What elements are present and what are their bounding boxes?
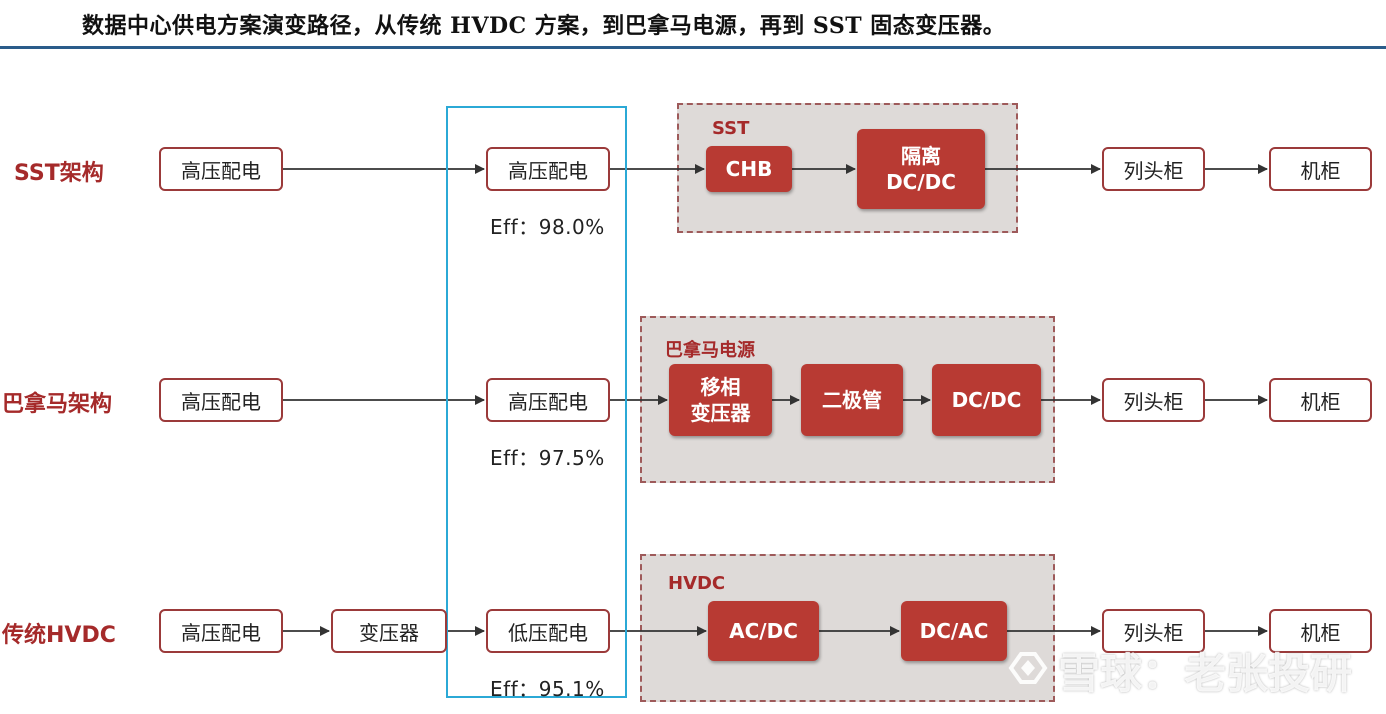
xueqiu-logo-icon	[1008, 652, 1048, 684]
sst-stage-box: 高压配电	[486, 147, 610, 191]
distribution-stage-highlight	[446, 106, 627, 698]
hvdc-start-box: 高压配电	[159, 609, 283, 653]
panama-block-diode: 二极管	[801, 364, 903, 436]
sst-start-box: 高压配电	[159, 147, 283, 191]
sst-column-head-box: 列头柜	[1102, 147, 1205, 191]
hvdc-block-dcac: DC/AC	[901, 601, 1007, 661]
sst-block-isolated-dcdc: 隔离 DC/DC	[857, 129, 985, 209]
page-title: 数据中心供电方案演变路径，从传统 HVDC 方案，到巴拿马电源，再到 SST 固…	[82, 13, 1006, 39]
panama-group-label: 巴拿马电源	[665, 340, 755, 361]
panama-block-phase-shift-transformer: 移相 变压器	[669, 364, 772, 436]
hvdc-column-head-box: 列头柜	[1102, 609, 1205, 653]
hvdc-eff: Eff：95.1%	[490, 677, 605, 701]
hvdc-block-acdc: AC/DC	[708, 601, 819, 661]
panama-eff: Eff：97.5%	[490, 446, 605, 470]
panama-stage-box: 高压配电	[486, 378, 610, 422]
hvdc-stage-box: 低压配电	[486, 609, 610, 653]
watermark: 雪球：老张投研	[1058, 649, 1353, 698]
panama-block-dcdc: DC/DC	[932, 364, 1041, 436]
panama-column-head-box: 列头柜	[1102, 378, 1205, 422]
sst-rack-box: 机柜	[1269, 147, 1372, 191]
row-label-hvdc: 传统HVDC	[2, 623, 116, 648]
sst-group-label: SST	[712, 118, 750, 139]
row-label-panama: 巴拿马架构	[2, 392, 113, 417]
hvdc-group-label: HVDC	[668, 573, 726, 594]
hvdc-transformer-box: 变压器	[331, 609, 447, 653]
row-label-sst: SST架构	[14, 161, 104, 186]
panama-start-box: 高压配电	[159, 378, 283, 422]
panama-rack-box: 机柜	[1269, 378, 1372, 422]
title-divider	[0, 46, 1386, 49]
sst-block-chb: CHB	[706, 146, 792, 192]
hvdc-rack-box: 机柜	[1269, 609, 1372, 653]
sst-eff: Eff：98.0%	[490, 215, 605, 239]
